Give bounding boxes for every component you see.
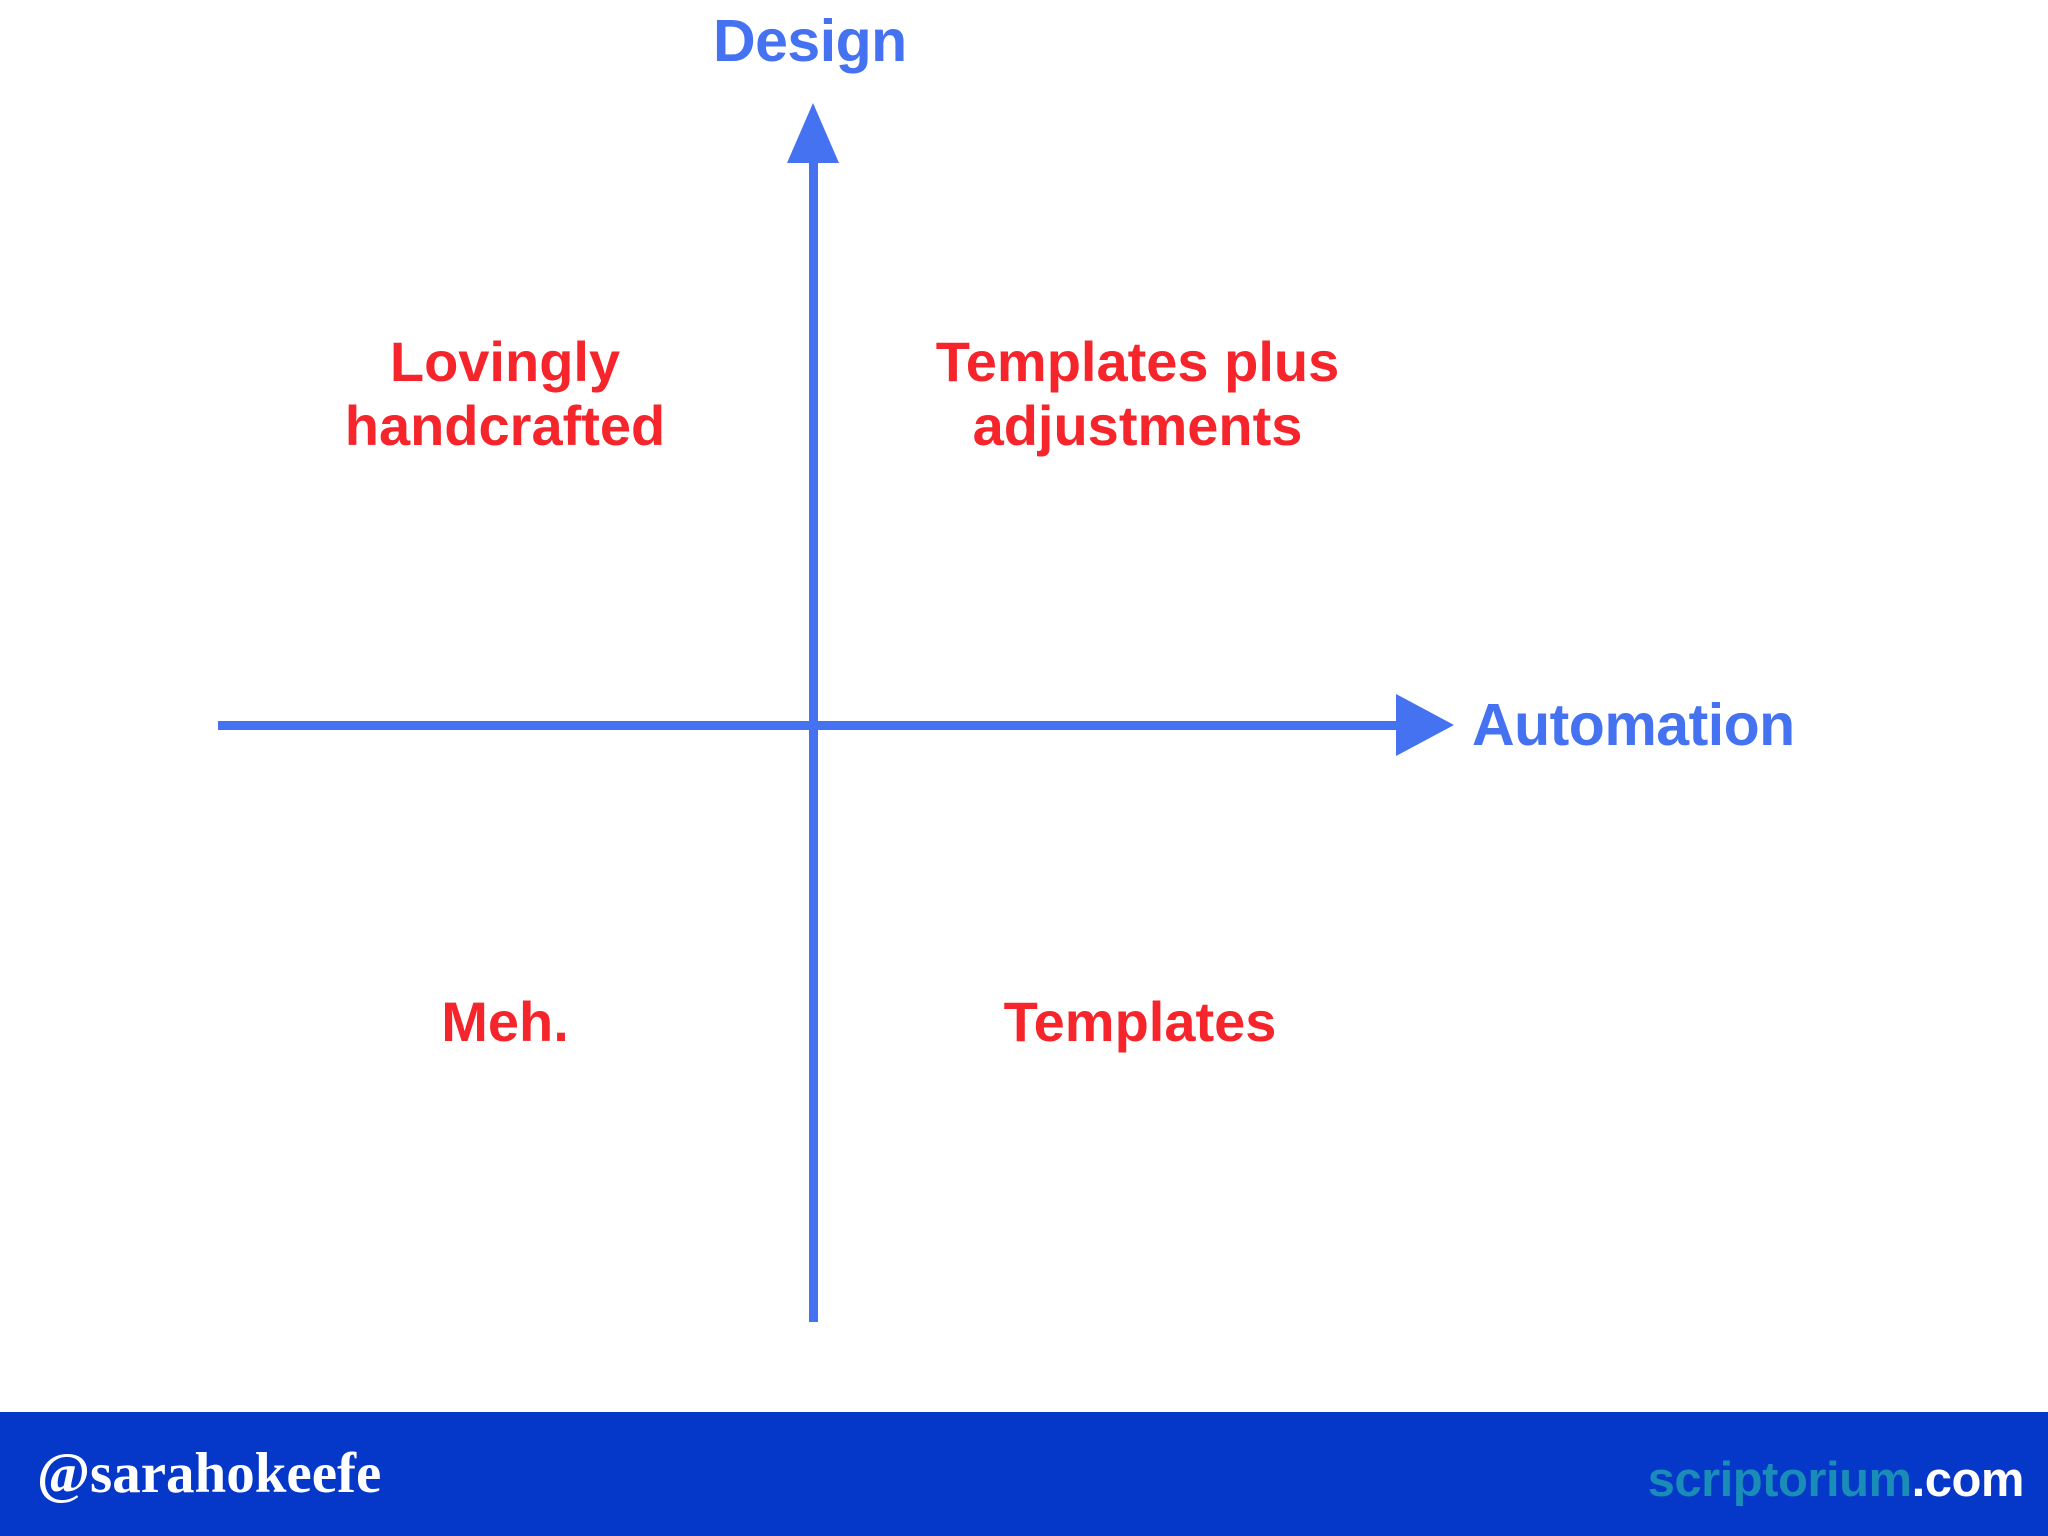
quadrant-label-top-right: Templates plus adjustments xyxy=(935,330,1340,457)
y-axis-label: Design xyxy=(713,8,907,74)
quadrant-label-top-left: Lovingly handcrafted xyxy=(344,330,666,457)
up-arrow-icon xyxy=(787,103,839,163)
x-axis-label: Automation xyxy=(1472,692,1795,758)
right-arrow-icon xyxy=(1396,694,1454,756)
quadrant-label-bottom-right: Templates xyxy=(1003,990,1277,1053)
x-axis-line xyxy=(218,721,1408,730)
brand-logo-tld: .com xyxy=(1911,1453,2025,1507)
footer-bar: @sarahokeefe scriptorium.com xyxy=(0,1412,2048,1536)
quadrant-chart: Design Automation Lovingly handcrafted T… xyxy=(218,8,1796,1322)
brand-logo-name: scriptorium xyxy=(1647,1453,1913,1507)
brand-logo[interactable]: scriptorium.com xyxy=(1647,1453,2025,1507)
quadrant-label-bottom-left: Meh. xyxy=(441,990,569,1053)
social-handle: @sarahokeefe xyxy=(37,1442,382,1505)
